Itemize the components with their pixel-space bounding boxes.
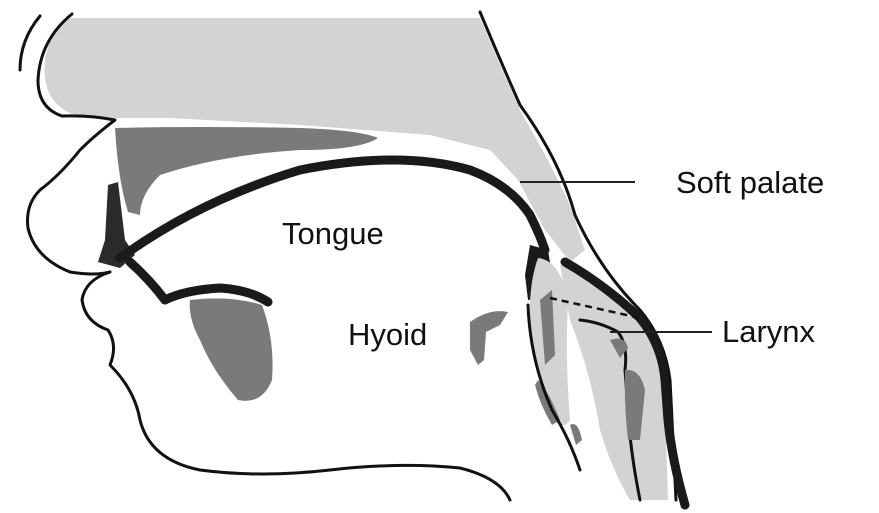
larynx-label: Larynx: [722, 314, 816, 349]
face-outline-lower: [82, 272, 510, 500]
lower-incisor-band: [130, 262, 268, 302]
forehead-outline: [20, 16, 40, 70]
mandible-bone: [190, 298, 273, 401]
hyoid-bone: [470, 311, 508, 365]
soft-palate-label: Soft palate: [676, 165, 824, 200]
trachea-ring: [570, 424, 582, 445]
hyoid-label: Hyoid: [348, 317, 427, 352]
hard-palate-bone: [115, 127, 378, 215]
tongue-label: Tongue: [282, 216, 384, 251]
